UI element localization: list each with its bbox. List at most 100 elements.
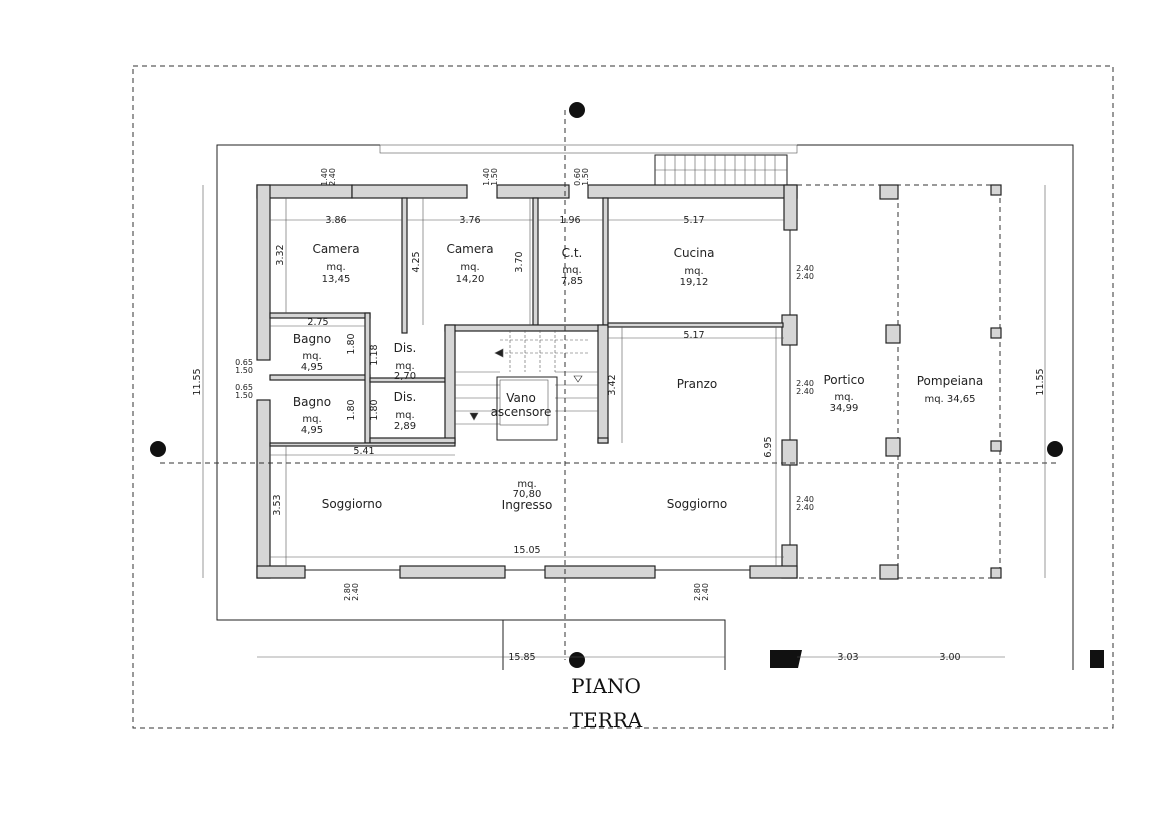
section-axes xyxy=(150,102,1104,668)
plan-title-line1: PIANO xyxy=(571,674,641,698)
svg-text:5.17: 5.17 xyxy=(683,215,704,226)
room-ct: C.t. mq.7,85 xyxy=(561,246,583,287)
svg-text:Soggiorno: Soggiorno xyxy=(322,497,383,511)
svg-text:2,89: 2,89 xyxy=(394,421,416,432)
svg-text:1.80: 1.80 xyxy=(369,399,380,420)
svg-text:1.96: 1.96 xyxy=(559,215,580,226)
svg-text:3.70: 3.70 xyxy=(514,251,525,272)
svg-text:Pompeiana: Pompeiana xyxy=(917,374,984,388)
svg-text:Cucina: Cucina xyxy=(674,246,715,260)
section-marker-icon xyxy=(569,652,585,668)
svg-text:Dis.: Dis. xyxy=(394,390,417,404)
svg-text:3.03: 3.03 xyxy=(837,652,858,663)
room-soggiorno-right: Soggiorno xyxy=(667,497,728,511)
svg-text:1.40: 1.40 xyxy=(482,168,491,186)
svg-text:0.65: 0.65 xyxy=(235,383,253,392)
svg-text:Pranzo: Pranzo xyxy=(677,377,718,391)
svg-text:0.65: 0.65 xyxy=(235,358,253,367)
dimension-labels: 3.86 3.76 1.96 5.17 5.17 2.75 5.41 15.05… xyxy=(192,215,1046,663)
svg-text:3.42: 3.42 xyxy=(607,374,618,395)
portico-outline xyxy=(797,184,1002,580)
svg-text:2.40: 2.40 xyxy=(796,272,814,281)
plan-title-line2: TERRA xyxy=(570,708,643,732)
svg-text:2.40: 2.40 xyxy=(701,583,710,601)
svg-text:mq.: mq. xyxy=(517,479,536,490)
section-marker-icon xyxy=(1047,441,1063,457)
svg-text:2,70: 2,70 xyxy=(394,371,416,382)
svg-text:19,12: 19,12 xyxy=(680,277,709,288)
svg-text:2.80: 2.80 xyxy=(343,583,352,601)
svg-text:1.18: 1.18 xyxy=(369,344,380,365)
svg-text:Camera: Camera xyxy=(312,242,359,256)
interior-walls xyxy=(269,197,784,447)
svg-text:ascensore: ascensore xyxy=(491,405,552,419)
room-soggiorno-left: Soggiorno xyxy=(322,497,383,511)
svg-text:1.80: 1.80 xyxy=(346,333,357,354)
section-marker-icon xyxy=(150,441,166,457)
elevator-shaft xyxy=(496,376,558,441)
svg-text:1.40: 1.40 xyxy=(320,168,329,186)
svg-text:Dis.: Dis. xyxy=(394,341,417,355)
svg-text:3.53: 3.53 xyxy=(272,494,283,515)
svg-text:15.85: 15.85 xyxy=(508,652,535,663)
internal-stairs xyxy=(455,330,598,425)
svg-text:1.50: 1.50 xyxy=(235,391,253,400)
room-dis-1: Dis. mq.2,70 xyxy=(394,341,417,382)
svg-text:2.40: 2.40 xyxy=(796,387,814,396)
svg-text:Bagno: Bagno xyxy=(293,395,331,409)
svg-text:2.40: 2.40 xyxy=(796,264,814,273)
room-cucina: Cucina mq.19,12 xyxy=(674,246,715,288)
sheet-border xyxy=(132,65,1114,729)
svg-text:mq.: mq. xyxy=(395,361,414,372)
svg-text:1.50: 1.50 xyxy=(581,168,590,186)
room-bagno-1: Bagno mq.4,95 xyxy=(293,332,331,373)
room-bagno-2: Bagno mq.4,95 xyxy=(293,395,331,436)
svg-text:2.40: 2.40 xyxy=(328,168,337,186)
svg-text:5.41: 5.41 xyxy=(353,446,374,457)
exterior-walls xyxy=(256,184,798,579)
room-dis-2: Dis. mq.2,89 xyxy=(394,390,417,432)
svg-text:Bagno: Bagno xyxy=(293,332,331,346)
svg-text:4,95: 4,95 xyxy=(301,425,323,436)
svg-text:7,85: 7,85 xyxy=(561,276,583,287)
svg-text:5.17: 5.17 xyxy=(683,330,704,341)
svg-text:11.55: 11.55 xyxy=(1035,368,1046,395)
svg-text:mq.: mq. xyxy=(684,266,703,277)
svg-text:2.40: 2.40 xyxy=(796,379,814,388)
dimension-lines xyxy=(202,185,1046,658)
svg-text:1.80: 1.80 xyxy=(346,399,357,420)
svg-text:0.60: 0.60 xyxy=(573,168,582,186)
svg-text:mq.: mq. xyxy=(562,265,581,276)
svg-text:4,95: 4,95 xyxy=(301,362,323,373)
svg-text:70,80: 70,80 xyxy=(513,489,542,500)
svg-text:mq.: mq. xyxy=(302,414,321,425)
external-stairs xyxy=(654,154,788,186)
svg-text:mq. 34,65: mq. 34,65 xyxy=(924,394,975,405)
svg-text:mq.: mq. xyxy=(460,262,479,273)
svg-text:6.95: 6.95 xyxy=(763,436,774,457)
svg-text:15.05: 15.05 xyxy=(513,545,540,556)
svg-text:2.80: 2.80 xyxy=(693,583,702,601)
svg-text:Soggiorno: Soggiorno xyxy=(667,497,728,511)
svg-text:4.25: 4.25 xyxy=(411,251,422,272)
svg-text:13,45: 13,45 xyxy=(322,274,351,285)
svg-text:2.75: 2.75 xyxy=(307,317,328,328)
svg-text:11.55: 11.55 xyxy=(192,368,203,395)
svg-text:Camera: Camera xyxy=(446,242,493,256)
room-pranzo: Pranzo xyxy=(677,377,718,391)
svg-text:34,99: 34,99 xyxy=(830,403,859,414)
svg-text:Ingresso: Ingresso xyxy=(502,498,553,512)
svg-text:C.t.: C.t. xyxy=(562,246,583,260)
room-pompeiana: Pompeiana mq. 34,65 xyxy=(917,374,984,405)
svg-text:3.86: 3.86 xyxy=(325,215,346,226)
svg-text:3.76: 3.76 xyxy=(459,215,480,226)
svg-text:3.32: 3.32 xyxy=(275,244,286,265)
svg-text:mq.: mq. xyxy=(302,351,321,362)
svg-text:mq.: mq. xyxy=(395,410,414,421)
